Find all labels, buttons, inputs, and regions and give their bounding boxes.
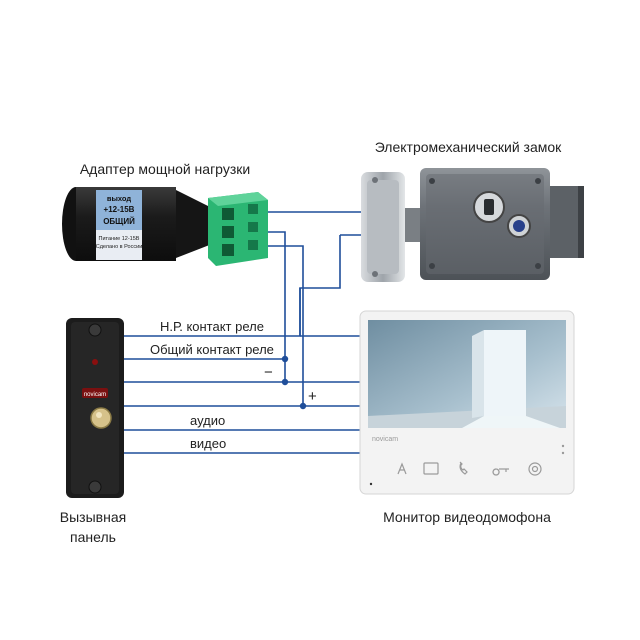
lock-title: Электромеханический замок [375, 139, 562, 155]
wire-lock-bottom [299, 235, 341, 336]
wire-junctions [281, 355, 307, 410]
panel-logo: novicam [84, 392, 106, 398]
open-door-frame [484, 330, 526, 416]
call-panel: novicam [66, 318, 124, 498]
sticker-line2: +12-15В [104, 205, 135, 214]
sticker-line3: ОБЩИЙ [103, 217, 135, 226]
call-panel-title-line1: Вызывная [60, 509, 126, 525]
adapter-sticker-band [96, 190, 142, 230]
key-icon[interactable] [492, 468, 509, 476]
adapter-taper [176, 190, 212, 258]
panel-bottom-screw-icon [88, 480, 102, 494]
junction-plus [299, 402, 307, 410]
label-minus: − [264, 364, 273, 381]
panel-logo-plate [82, 388, 108, 398]
intercom-icon[interactable] [397, 462, 407, 475]
panel-camera-icon [92, 359, 98, 365]
label-audio: аудио [190, 413, 225, 428]
monitor-logo: novicam [372, 436, 398, 443]
sticker-line5: Сделано в России [96, 244, 143, 250]
sticker-line1: выход [107, 194, 131, 203]
video-monitor: novicam [359, 310, 575, 495]
junction-common [281, 355, 289, 363]
gallery-icon[interactable] [423, 462, 439, 475]
handset-icon[interactable] [459, 461, 468, 475]
panel-call-button [90, 407, 112, 429]
electromechanical-lock [361, 168, 584, 282]
label-no-relay: Н.Р. контакт реле [160, 319, 264, 334]
adapter-title: Адаптер мощной нагрузки [80, 161, 250, 177]
wire-adapter-common [268, 231, 286, 382]
call-panel-title-line2: панель [70, 529, 116, 545]
label-video: видео [190, 436, 226, 451]
open-door [472, 330, 484, 418]
monitor-title: Монитор видеодомофона [383, 509, 551, 525]
menu-icon[interactable] [528, 462, 542, 476]
panel-top-screw-icon [88, 323, 102, 337]
sticker-line4: Питание 12-15В [99, 236, 140, 242]
label-common-relay: Общий контакт реле [150, 342, 274, 357]
terminal-block [208, 192, 268, 266]
wire-adapter-plus [268, 245, 304, 406]
wires [124, 211, 368, 454]
label-plus: + [308, 388, 317, 405]
monitor-controls [397, 461, 542, 476]
junction-minus [281, 378, 289, 386]
power-adapter: выход +12-15В ОБЩИЙ Питание 12-15В Сдела… [62, 187, 268, 266]
